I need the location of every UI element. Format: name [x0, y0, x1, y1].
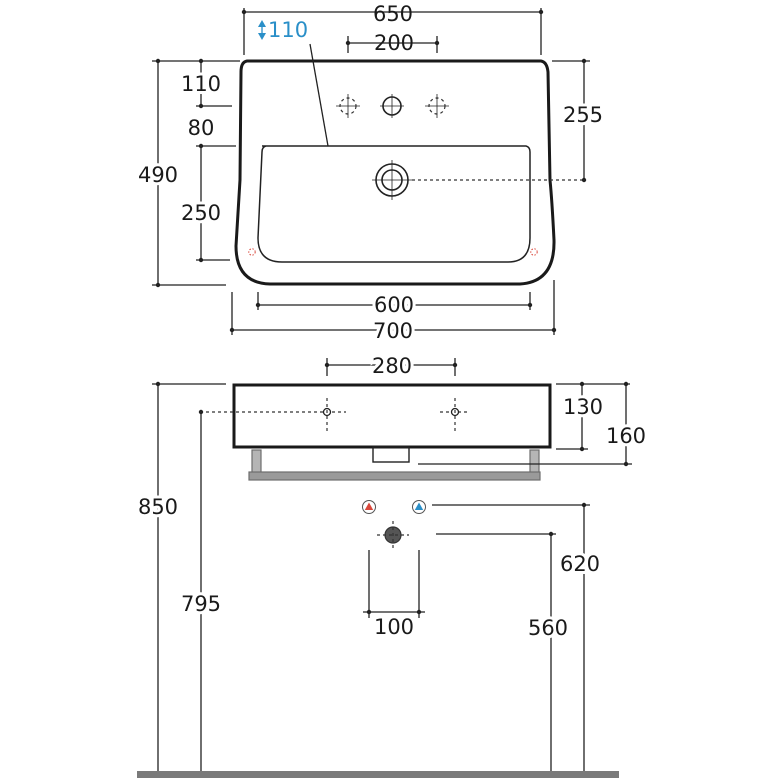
tap-hole-center-icon: [380, 94, 404, 118]
bracket-leg-right: [529, 449, 540, 475]
top-view: 650 110 200 490 110 80 250: [135, 2, 606, 346]
dim-795: 795: [181, 592, 221, 616]
dim-130: 130: [563, 395, 603, 419]
hot-water-icon: [362, 500, 376, 514]
floor-line: [137, 771, 619, 778]
dim-110-rim: 110: [181, 72, 221, 96]
fixing-hole-right-icon: [450, 398, 460, 432]
dim-200: 200: [374, 31, 414, 55]
drain-icon: [372, 160, 412, 200]
fixing-hole-left-icon: [322, 398, 332, 432]
dim-280: 280: [372, 354, 412, 378]
basin-body-front: [232, 383, 552, 449]
tap-hole-right-icon: [425, 94, 449, 118]
dim-250: 250: [181, 201, 221, 225]
dim-560: 560: [528, 616, 568, 640]
bracket-leg-left: [251, 449, 262, 475]
dim-160: 160: [606, 424, 646, 448]
overflow-left-icon: [248, 248, 256, 256]
bracket-bar: [248, 471, 541, 481]
dim-490: 490: [138, 163, 178, 187]
front-view: 280 130 160 850 795: [135, 351, 649, 778]
cold-water-icon: [412, 500, 426, 514]
dim-700: 700: [373, 319, 413, 343]
dim-255: 255: [563, 103, 603, 127]
dim-600: 600: [374, 293, 414, 317]
dim-650: 650: [373, 2, 413, 26]
basin-outline-top: [234, 59, 556, 286]
dim-620: 620: [560, 552, 600, 576]
tap-hole-left-icon: [336, 94, 360, 118]
waste-connection-icon: [377, 521, 409, 549]
overflow-right-icon: [530, 248, 538, 256]
waste-outlet: [372, 446, 410, 463]
dim-100: 100: [374, 615, 414, 639]
depth-marker-icon: [258, 20, 266, 40]
bowl-outline: [257, 145, 531, 263]
dim-80: 80: [188, 116, 215, 140]
depth-marker-value: 110: [268, 18, 308, 42]
dim-850: 850: [138, 495, 178, 519]
